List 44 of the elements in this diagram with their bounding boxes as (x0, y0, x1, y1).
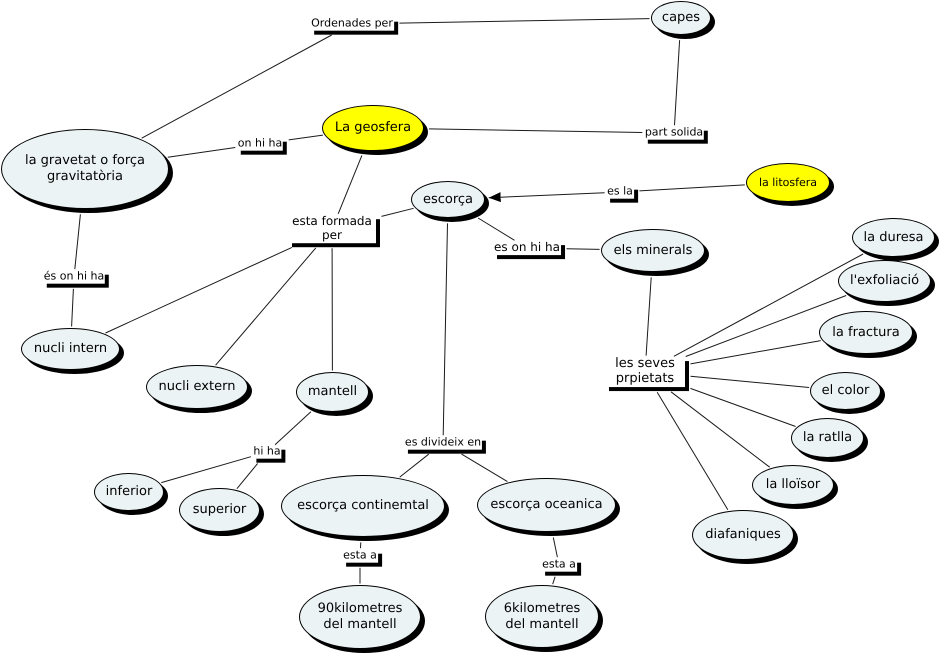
connector-line (674, 40, 680, 126)
connector-line (566, 248, 600, 250)
connector-line (690, 376, 810, 388)
connector-line (398, 18, 650, 24)
connector-line (673, 254, 864, 357)
connector-line (478, 218, 515, 241)
connector-line (215, 247, 316, 366)
linking-phrase: es la (606, 186, 638, 202)
linking-phrase: esta a (342, 550, 382, 566)
connector-line (552, 537, 558, 558)
connector-line (332, 248, 333, 371)
connector-line (288, 134, 324, 140)
connector-line (646, 276, 652, 356)
connector-line (74, 214, 81, 270)
connector-line (274, 411, 312, 446)
connector-line (690, 340, 822, 364)
connector-line (690, 388, 796, 427)
connector-line (685, 295, 847, 357)
linking-phrase: Ordenades per (310, 18, 398, 34)
connector-line (236, 463, 258, 490)
connector-line (160, 456, 252, 484)
linking-phrase: es on hi ha (493, 241, 565, 259)
connector-line (428, 128, 643, 133)
arrow (488, 192, 606, 202)
linking-phrase: hi ha (252, 446, 286, 462)
connector-line (399, 454, 430, 478)
connector-line (381, 208, 414, 217)
linking-phrase: esta a (541, 558, 581, 576)
linking-phrase: és on hi ha (42, 270, 110, 288)
connector-line (656, 392, 728, 510)
connector-line (442, 222, 448, 436)
connector-line (71, 288, 74, 327)
connector-line (638, 184, 746, 192)
connector-line (360, 542, 362, 549)
connector-line (461, 454, 508, 482)
linking-phrase: es divideix en (404, 436, 486, 454)
linking-phrase: on hi ha (236, 138, 288, 154)
connector-line (141, 34, 332, 139)
connector-line (552, 576, 556, 585)
connector-line (338, 154, 362, 214)
connector-line (167, 147, 236, 158)
connector-line (105, 246, 292, 334)
connector-line (670, 391, 770, 468)
linking-phrase: part solida (644, 126, 708, 144)
